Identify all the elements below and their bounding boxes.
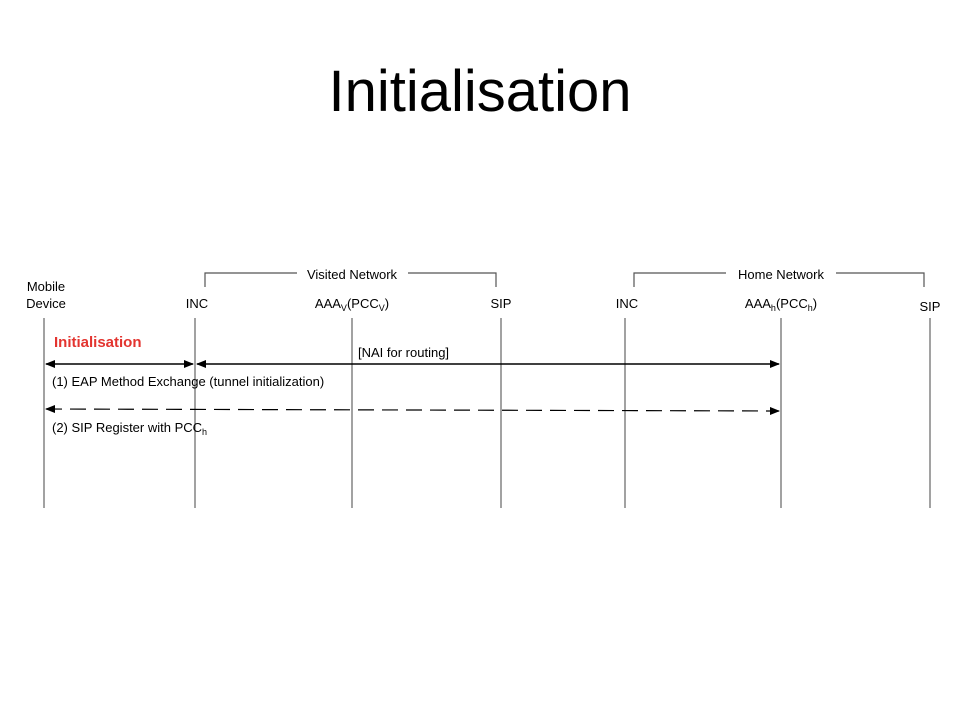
- lifelines: [43, 318, 931, 508]
- visited-network-label: Visited Network: [307, 267, 398, 282]
- entity-aaa-visited: AAAV(PCCV): [315, 296, 389, 313]
- message-eap-exchange: (1) EAP Method Exchange (tunnel initiali…: [52, 374, 324, 389]
- entity-sip-visited: SIP: [491, 296, 512, 311]
- entity-inc-home: INC: [616, 296, 638, 311]
- phase-label-initialisation: Initialisation: [54, 334, 142, 351]
- entity-sip-home: SIP: [920, 299, 941, 314]
- message-nai-routing: [NAI for routing]: [358, 345, 449, 360]
- visited-network-bracket: Visited Network: [204, 267, 497, 287]
- arrow-eap-exchange-dashed: [45, 405, 780, 415]
- slide-title: Initialisation: [328, 59, 632, 124]
- message-sip-register: (2) SIP Register with PCCh: [52, 420, 207, 437]
- entity-mobile-device-line1: Mobile: [27, 279, 65, 294]
- home-network-label: Home Network: [738, 267, 824, 282]
- entity-mobile-device-line2: Device: [26, 296, 66, 311]
- entity-aaa-home: AAAh(PCCh): [745, 296, 817, 313]
- entity-inc-visited: INC: [186, 296, 208, 311]
- home-network-bracket: Home Network: [633, 267, 925, 287]
